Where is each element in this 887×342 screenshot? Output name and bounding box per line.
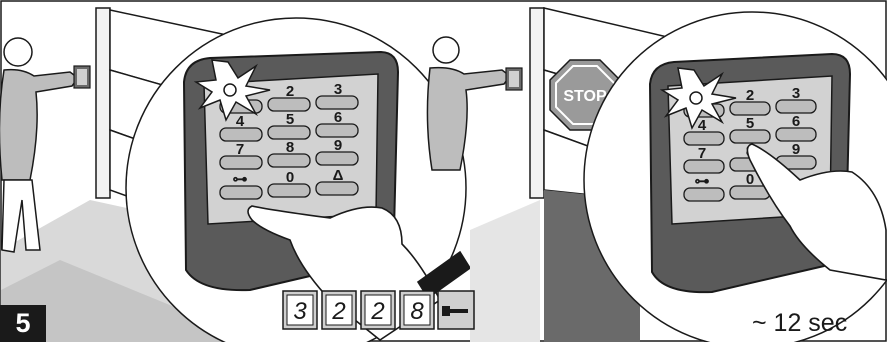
- stop-sign-label: STOP: [563, 88, 607, 105]
- code-digit-1: 3: [293, 298, 307, 325]
- key-left-9: 9: [334, 137, 342, 154]
- key-right-2: 2: [746, 87, 754, 104]
- key-right-5: 5: [746, 115, 754, 132]
- step-number-badge: 5: [0, 305, 46, 342]
- key-left-5: 5: [286, 111, 294, 128]
- key-left-8: 8: [286, 139, 294, 156]
- key-left-bell: Δ: [333, 167, 344, 184]
- code-digit-3: 2: [370, 298, 384, 325]
- wall-keypad-middle: [506, 68, 522, 90]
- key-left-2: 2: [286, 83, 294, 100]
- key-left-0: 0: [286, 169, 294, 186]
- key-right-7: 7: [698, 145, 706, 162]
- key-right-6: 6: [792, 113, 800, 130]
- key-left-4: 4: [236, 113, 245, 130]
- key-left-6: 6: [334, 109, 342, 126]
- code-digit-4: 8: [410, 298, 424, 325]
- key-left-7: 7: [236, 141, 244, 158]
- code-sequence: 3 2 2 8: [283, 291, 474, 329]
- wall-keypad-left: [74, 66, 90, 88]
- duration-label: ~ 12 sec: [752, 306, 882, 340]
- key-right-key: ⊶: [695, 173, 710, 190]
- code-digit-2: 2: [331, 298, 345, 325]
- key-right-3: 3: [792, 85, 800, 102]
- key-right-9: 9: [792, 141, 800, 158]
- key-right-0: 0: [746, 171, 754, 188]
- key-left-3: 3: [334, 81, 342, 98]
- key-left-key: ⊶: [233, 171, 248, 188]
- key-icon: [438, 291, 474, 329]
- key-right-4: 4: [698, 117, 707, 134]
